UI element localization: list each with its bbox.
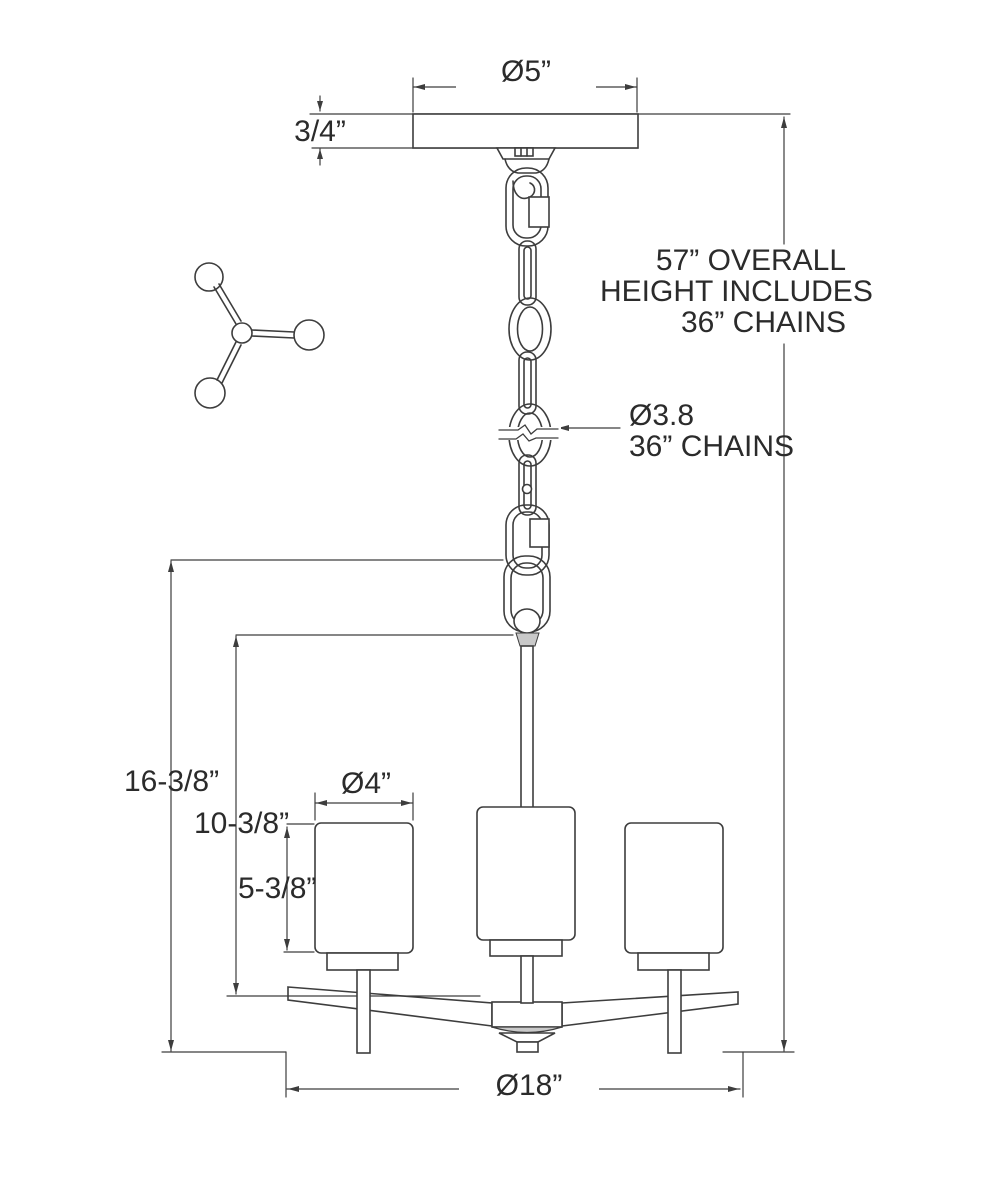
canopy [412, 113, 639, 174]
hook-to-bottom-label: 16-3/8” [124, 765, 220, 798]
overall-height-note: 57” OVERALL HEIGHT INCLUDES 36” CHAINS [600, 244, 873, 339]
center-downrod [520, 645, 534, 809]
canopy-height-label: 3/4” [294, 115, 346, 148]
shade-diameter-label: Ø4” [340, 767, 391, 800]
chain [495, 167, 561, 647]
fixture-width-label: Ø18” [459, 1070, 599, 1102]
top-view-icon [194, 262, 325, 409]
left-shade [314, 822, 414, 1054]
chain-length-label: 36” CHAINS [629, 430, 795, 463]
chain-break-symbol [495, 424, 561, 442]
canopy-diameter-label: Ø5” [456, 56, 596, 88]
right-shade [624, 822, 724, 1054]
overall-height-note-line1: 57” OVERALL [655, 244, 846, 277]
center-hub [491, 1001, 563, 1053]
shade-height-label: 5-3/8” [238, 872, 317, 905]
stem-to-arm-label: 10-3/8” [194, 807, 290, 840]
chain-note: Ø3.8 36” CHAINS [629, 400, 849, 462]
chain-diameter-label: Ø3.8 [629, 399, 695, 432]
dimension-arrowheads [168, 84, 787, 1092]
center-shade [476, 806, 576, 1004]
overall-height-note-line2: HEIGHT INCLUDES [600, 275, 873, 308]
overall-height-note-line3: 36” CHAINS [680, 306, 846, 339]
